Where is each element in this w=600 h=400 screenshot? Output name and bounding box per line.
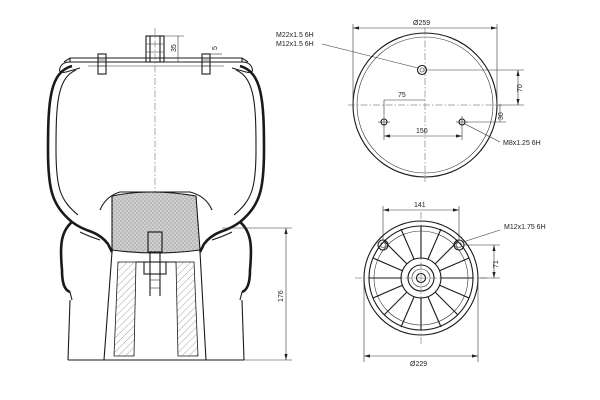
mount-hole-right <box>453 239 465 251</box>
center-bolt <box>143 231 167 296</box>
dimension-35: 35 <box>164 35 184 63</box>
top-stud-left <box>97 53 107 75</box>
thread-m12-label: M12x1.5 6H <box>276 41 314 48</box>
bottom-view: 141 M12x1.75 6H 71 Ø229 <box>355 202 546 368</box>
side-view: 35 5 <box>46 28 292 361</box>
thread-m22-label: M22x1.5 6H <box>276 32 314 39</box>
thread-m12-175-label: M12x1.75 6H <box>504 224 546 231</box>
piston-body <box>103 251 207 361</box>
stud-hole-left <box>378 116 390 128</box>
dimension-70: 70 <box>426 69 524 106</box>
dimension-176: 176 <box>222 227 292 361</box>
dim-229-label: Ø229 <box>410 361 427 368</box>
dim-5-label: 5 <box>212 46 219 50</box>
top-plate <box>59 57 253 74</box>
dim-141-label: 141 <box>414 202 426 209</box>
dimension-5: 5 <box>210 46 222 59</box>
dimension-30: 30 <box>466 105 506 123</box>
dim-75-label: 75 <box>398 92 406 99</box>
dim-71-label: 71 <box>493 260 500 268</box>
dim-176-label: 176 <box>278 290 285 302</box>
outer-guide <box>67 299 245 361</box>
dim-150-label: 150 <box>416 128 428 135</box>
top-view: Ø259 M22x1.5 6H M12x1.5 6H 75 <box>276 20 541 182</box>
thread-m8-label: M8x1.25 6H <box>503 140 541 147</box>
mount-hole-left <box>377 239 389 251</box>
top-stud-right <box>201 53 211 75</box>
dimension-71: 71 <box>464 244 500 279</box>
bellows-wall <box>46 64 266 301</box>
rolling-lobe <box>71 220 241 253</box>
dimension-141: 141 <box>382 202 460 240</box>
dim-70-label: 70 <box>517 84 524 92</box>
dim-35-label: 35 <box>171 44 178 52</box>
dim-30-label: 30 <box>498 112 505 120</box>
label-thread-m8: M8x1.25 6H <box>464 123 541 147</box>
piston-head <box>99 191 213 254</box>
label-thread-m22: M22x1.5 6H M12x1.5 6H <box>276 32 419 69</box>
dimension-diameter-229: Ø229 <box>363 280 479 368</box>
dimension-150: 150 <box>383 128 463 140</box>
dimension-diameter-259: Ø259 <box>352 20 498 105</box>
dim-259-label: Ø259 <box>413 20 430 27</box>
dimension-75: 75 <box>383 92 425 116</box>
radial-ribs <box>369 226 473 330</box>
label-thread-m12-175: M12x1.75 6H <box>462 224 546 243</box>
